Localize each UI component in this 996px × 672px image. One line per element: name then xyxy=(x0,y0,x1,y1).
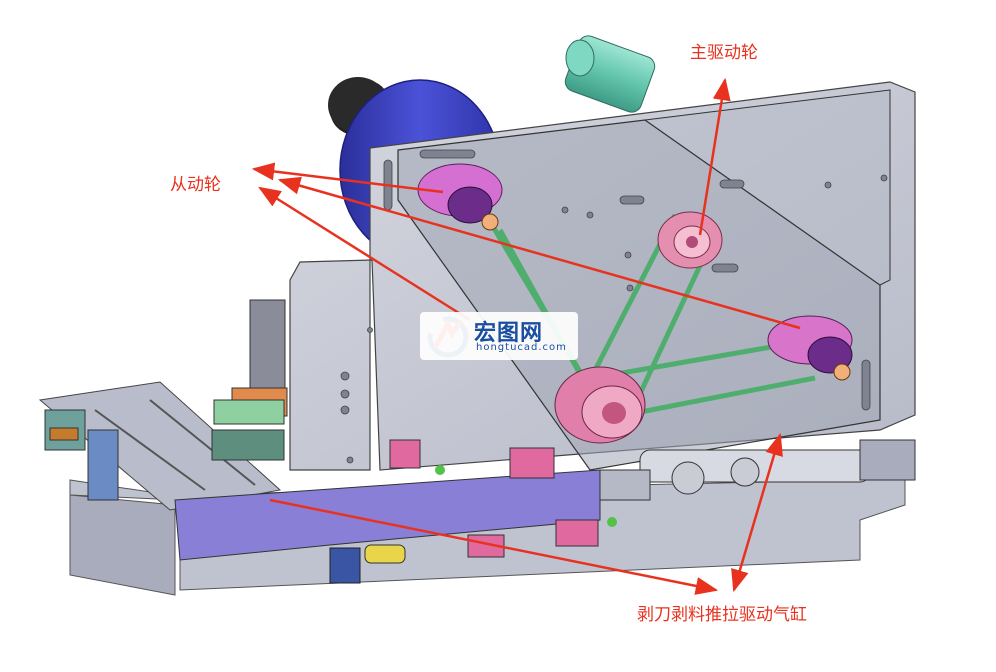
watermark-domain: hongtucad.com xyxy=(476,342,567,353)
label-peeler-cylinder: 剥刀剥料推拉驱动气缸 xyxy=(637,605,807,625)
driven-wheel-upper xyxy=(417,163,503,231)
cover-side xyxy=(643,89,891,286)
watermark-logo: 宏图网 hongtucad.com xyxy=(420,312,578,360)
watermark-name: 宏图网 xyxy=(474,321,544,346)
feed-table xyxy=(38,381,282,511)
label-driven-wheel: 从动轮 xyxy=(170,175,221,195)
label-main-drive-wheel: 主驱动轮 xyxy=(690,43,758,63)
lower-pulley xyxy=(554,366,646,444)
teal-roller xyxy=(564,35,656,113)
plate-holes xyxy=(340,149,888,464)
yellow-fitting xyxy=(329,465,617,584)
main-drive-wheel xyxy=(657,211,723,269)
driven-wheel-right xyxy=(767,315,853,381)
callout-arrows xyxy=(251,77,801,595)
clamp-block xyxy=(211,299,288,461)
